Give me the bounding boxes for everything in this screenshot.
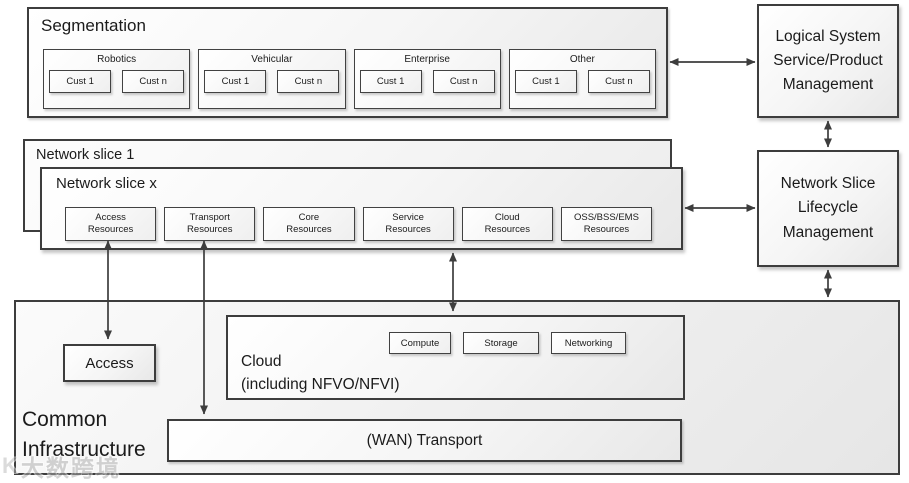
segment-row: Robotics Cust 1 Cust n Vehicular Cust 1 … <box>43 49 656 109</box>
customer-row: Cust 1 Cust n <box>514 70 650 93</box>
segmentation-title: Segmentation <box>41 16 146 35</box>
customer-box: Cust 1 <box>49 70 112 93</box>
customer-row: Cust 1 Cust n <box>49 70 185 93</box>
customer-box: Cust n <box>277 70 340 93</box>
segment-enterprise: Enterprise Cust 1 Cust n <box>353 49 501 109</box>
customer-box: Cust n <box>587 70 650 93</box>
customer-row: Cust 1 Cust n <box>359 70 495 93</box>
customer-box: Cust 1 <box>204 70 267 93</box>
network-slice-1-title: Network slice 1 <box>36 147 135 163</box>
storage-box: Storage <box>463 332 539 354</box>
network-slice-x-box: Network slice x Access Resources Transpo… <box>40 167 683 250</box>
cloud-component-row: Compute Storage Networking <box>389 332 626 354</box>
customer-row: Cust 1 Cust n <box>204 70 340 93</box>
networking-box: Networking <box>551 332 626 354</box>
segment-label: Robotics <box>97 54 137 65</box>
network-slice-lifecycle-box: Network Slice Lifecycle Management <box>757 150 899 267</box>
cloud-title: Cloud (including NFVO/NFVI) <box>241 353 400 394</box>
oss-bss-ems-resources-box: OSS/BSS/EMS Resources <box>560 207 653 241</box>
segment-label: Enterprise <box>404 54 450 65</box>
cloud-box: Cloud (including NFVO/NFVI) Compute Stor… <box>226 315 685 400</box>
logical-system-management-box: Logical System Service/Product Managemen… <box>757 4 899 118</box>
network-slice-x-title: Network slice x <box>56 175 157 192</box>
customer-box: Cust 1 <box>359 70 422 93</box>
segment-robotics: Robotics Cust 1 Cust n <box>43 49 191 109</box>
transport-resources-box: Transport Resources <box>164 207 256 241</box>
customer-box: Cust n <box>432 70 495 93</box>
core-resources-box: Core Resources <box>263 207 355 241</box>
service-resources-box: Service Resources <box>362 207 454 241</box>
customer-box: Cust n <box>122 70 185 93</box>
segment-label: Other <box>569 54 595 65</box>
customer-box: Cust 1 <box>514 70 577 93</box>
access-resources-box: Access Resources <box>65 207 157 241</box>
access-box: Access <box>63 344 156 382</box>
wan-transport-box: (WAN) Transport <box>167 419 682 462</box>
segmentation-box: Segmentation Robotics Cust 1 Cust n Vehi… <box>27 7 668 118</box>
common-infrastructure-box: Common Infrastructure Access Cloud (incl… <box>14 300 900 475</box>
resource-row: Access Resources Transport Resources Cor… <box>65 207 653 241</box>
segment-other: Other Cust 1 Cust n <box>508 49 656 109</box>
segment-vehicular: Vehicular Cust 1 Cust n <box>198 49 346 109</box>
segment-label: Vehicular <box>251 54 293 65</box>
compute-box: Compute <box>389 332 451 354</box>
common-infrastructure-title: Common Infrastructure <box>22 408 146 462</box>
cloud-resources-box: Cloud Resources <box>461 207 553 241</box>
